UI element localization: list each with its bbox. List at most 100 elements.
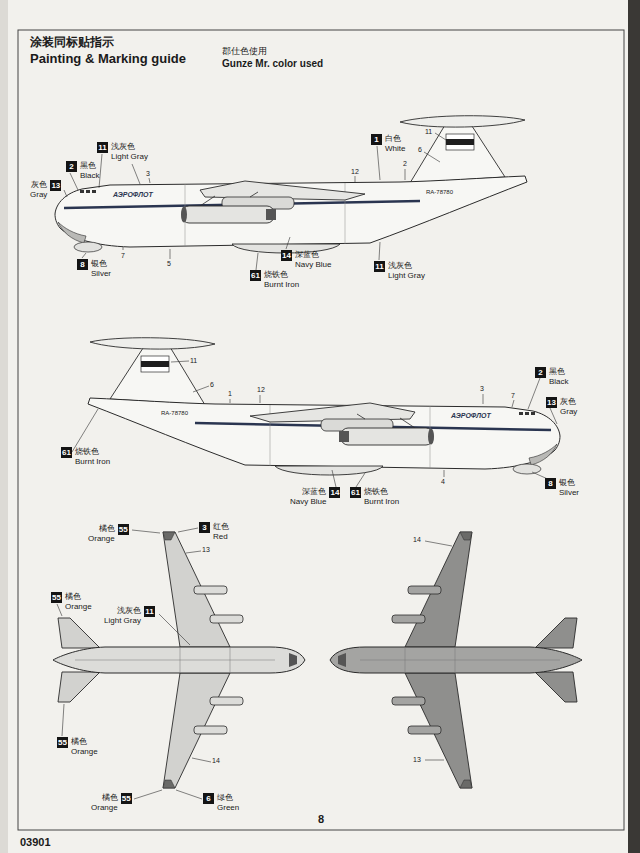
paint-name-english: Light Gray xyxy=(111,152,148,162)
gear-fairing xyxy=(275,466,383,475)
engine-pod xyxy=(210,697,243,705)
color-callout: 8银色Silver xyxy=(545,478,581,498)
side-view-left xyxy=(55,116,527,253)
wing xyxy=(163,673,230,788)
leader-line xyxy=(176,790,202,799)
color-callout: 橘色Orange55 xyxy=(88,524,130,544)
paint-name-chinese: 白色 xyxy=(385,134,405,144)
callout-number: 2 xyxy=(403,160,407,168)
paint-name: 橘色Orange xyxy=(88,524,115,544)
leader-line xyxy=(425,541,452,546)
paint-name: 银色Silver xyxy=(559,478,579,498)
engine-pod xyxy=(210,615,243,623)
callout-number: 13 xyxy=(202,546,210,554)
paint-name-english: Burnt Iron xyxy=(264,280,299,290)
paint-name-chinese: 浅灰色 xyxy=(117,606,141,616)
engine-pod xyxy=(392,697,425,705)
paint-name-chinese: 灰色 xyxy=(31,180,47,190)
leader-line xyxy=(193,386,209,392)
color-callout: 13灰色Gray xyxy=(546,397,579,417)
paint-name-chinese: 橘色 xyxy=(65,592,92,602)
cockpit-window xyxy=(92,190,96,193)
paint-name: 深蓝色Navy Blue xyxy=(290,487,326,507)
leader-line xyxy=(64,190,67,197)
engine-nacelle xyxy=(341,428,433,445)
side-view-right xyxy=(88,338,560,475)
paint-name-english: Orange xyxy=(91,803,118,813)
paint-name-chinese: 橘色 xyxy=(71,737,98,747)
leader-line xyxy=(435,133,446,140)
paint-name-chinese: 银色 xyxy=(559,478,579,488)
paper-sheet xyxy=(8,0,628,853)
page-number: 8 xyxy=(318,813,324,826)
paint-name: 灰色Gray xyxy=(560,397,577,417)
engine-exhaust xyxy=(339,431,349,442)
paint-name-english: Burnt Iron xyxy=(364,497,399,507)
kit-number: 03901 xyxy=(20,836,51,849)
paint-name: 红色Red xyxy=(213,522,229,542)
engine-pylon xyxy=(357,414,415,428)
paint-name-chinese: 灰色 xyxy=(560,397,577,407)
tail-plane xyxy=(535,672,577,702)
paint-name-english: Orange xyxy=(65,602,92,612)
engine-pylon xyxy=(200,192,258,206)
leader-line xyxy=(159,614,190,645)
tail-plane xyxy=(58,672,100,702)
livery-text: АЭРОФЛОТ xyxy=(112,191,154,199)
leader-line xyxy=(186,551,201,553)
callout-number: 12 xyxy=(351,168,359,176)
leader-line xyxy=(178,528,198,532)
color-callout: 灰色Gray13 xyxy=(30,180,63,200)
registration: RA-78780 xyxy=(160,410,189,417)
paint-name-english: Silver xyxy=(559,488,579,498)
paint-number: 1 xyxy=(371,134,382,145)
nose-glazing xyxy=(529,444,557,465)
cockpit-window xyxy=(531,412,535,415)
paint-name-english: Orange xyxy=(88,534,115,544)
paint-name: 黑色Black xyxy=(549,367,569,387)
callout-number: 11 xyxy=(190,357,197,365)
subheading: 郡仕色使用 xyxy=(222,46,267,56)
color-callout: 14深蓝色Navy Blue xyxy=(281,250,333,270)
callout-number: 3 xyxy=(146,170,150,178)
color-callout: 11浅灰色Light Gray xyxy=(97,142,149,162)
paint-name-chinese: 深蓝色 xyxy=(295,250,331,260)
paint-number: 3 xyxy=(199,522,210,533)
wing-tip xyxy=(460,532,472,540)
callout-number: 7 xyxy=(121,252,125,260)
paint-number: 61 xyxy=(250,270,261,281)
paint-name: 橘色Orange xyxy=(65,592,92,612)
color-callout: 深蓝色Navy Blue14 xyxy=(290,487,342,507)
leader-line xyxy=(356,473,365,487)
wing-tip xyxy=(163,780,175,788)
table-edge xyxy=(628,0,640,853)
cockpit-window xyxy=(525,412,529,415)
nose-glazing xyxy=(289,653,297,667)
registration: RA-78780 xyxy=(425,189,454,196)
engine-pod xyxy=(408,586,441,594)
heading-chinese: 涂装同标贴指示 xyxy=(30,36,114,50)
callout-number: 6 xyxy=(210,381,214,389)
leader-line xyxy=(379,242,380,260)
paint-name-english: White xyxy=(385,144,405,154)
paint-name-english: Silver xyxy=(91,269,111,279)
fin-flag xyxy=(141,356,169,372)
leader-line xyxy=(528,378,540,409)
tail-fin xyxy=(110,345,205,405)
fuselage xyxy=(330,647,582,673)
paint-name: 浅灰色Light Gray xyxy=(111,142,148,162)
leader-line xyxy=(512,400,514,407)
leader-line xyxy=(260,395,261,403)
leader-line xyxy=(286,237,290,249)
chin-radome xyxy=(513,464,541,474)
paint-name: 橘色Orange xyxy=(71,737,98,757)
paint-number: 13 xyxy=(546,397,557,408)
paint-name: 深蓝色Navy Blue xyxy=(295,250,331,270)
paint-number: 6 xyxy=(203,793,214,804)
paint-name-chinese: 烧铁色 xyxy=(364,487,399,497)
color-callout: 8银色Silver xyxy=(77,259,113,279)
nose-glazing xyxy=(338,653,346,667)
paint-name-chinese: 红色 xyxy=(213,522,229,532)
page-title: Painting & Marking guide xyxy=(30,52,186,67)
fuselage xyxy=(88,398,560,469)
